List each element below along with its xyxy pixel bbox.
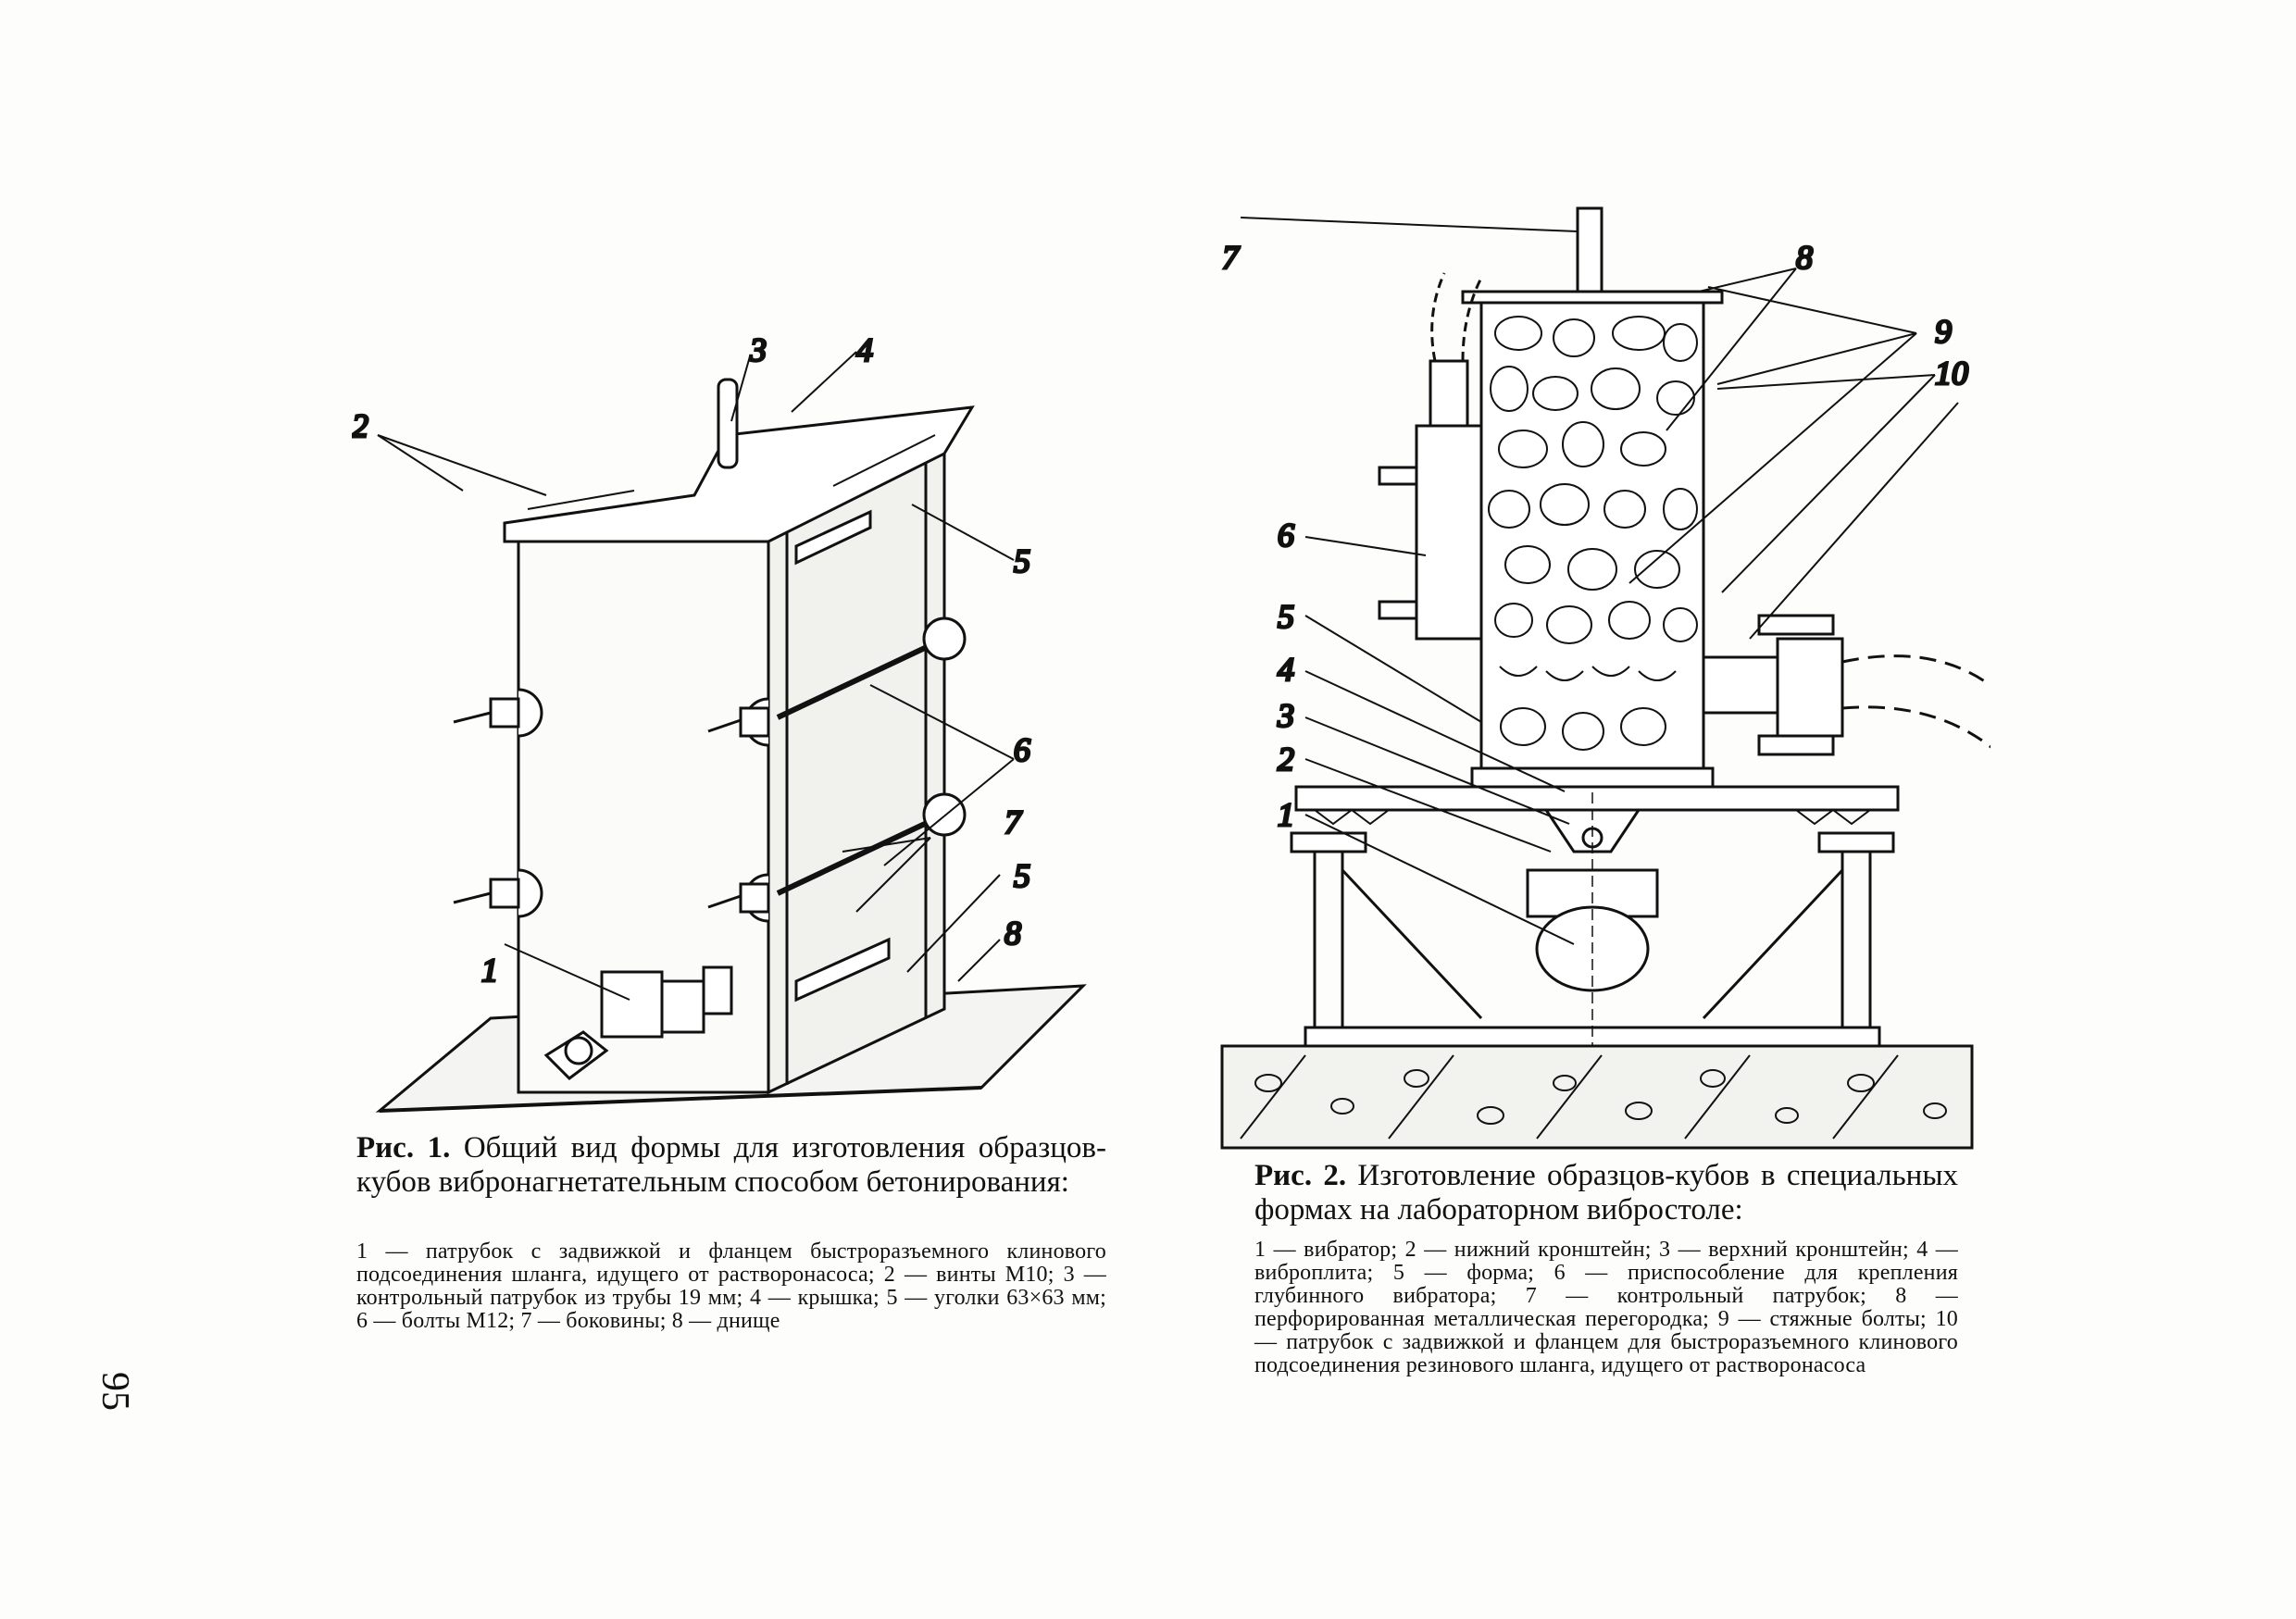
fig1-callout-6: 6: [1014, 731, 1030, 768]
fig2-callout-5: 5: [1278, 598, 1294, 635]
fig1-callout-5-top: 5: [1014, 542, 1030, 579]
fig1-callout-2: 2: [352, 407, 368, 444]
fig2-callout-4: 4: [1278, 651, 1294, 688]
figure-1-caption-prefix: Рис. 1.: [356, 1131, 451, 1164]
fig1-callout-7: 7: [1004, 803, 1023, 841]
fig2-callout-1: 1: [1278, 796, 1294, 833]
figure-2-caption-prefix: Рис. 2.: [1254, 1159, 1347, 1192]
figure-1-drawing: 1 2 3 4 5 5 6 7 8: [352, 333, 1111, 1129]
fig1-callout-4: 4: [856, 333, 873, 368]
fig2-callout-3: 3: [1277, 697, 1294, 734]
fig2-callout-9: 9: [1935, 313, 1952, 350]
fig2-callout-6: 6: [1278, 517, 1294, 554]
fig1-callout-5-bottom: 5: [1014, 857, 1030, 894]
figure-2-drawing: 7 8 6 9 10 5 4 3 2 1: [1204, 204, 1990, 1166]
page-number: 95: [94, 1372, 136, 1411]
figure-1-legend: 1 — патрубок с задвижкой и фланцем быстр…: [356, 1239, 1106, 1333]
figure-2-caption-title: Изготовление образцов-кубов в специальны…: [1254, 1159, 1958, 1227]
fig2-callout-2: 2: [1278, 741, 1294, 778]
figure-1-caption-title: Общий вид формы для изготовления образцо…: [356, 1131, 1106, 1199]
fig1-callout-1: 1: [481, 952, 498, 989]
figure-1-caption: Рис. 1. Общий вид формы для изготовления…: [356, 1131, 1106, 1200]
fig1-callout-8: 8: [1004, 915, 1021, 952]
figure-2-legend: 1 — вибратор; 2 — нижний кронштейн; 3 — …: [1254, 1238, 1958, 1377]
fig2-callout-8: 8: [1796, 239, 1813, 276]
fig2-callout-7: 7: [1222, 239, 1241, 276]
figure-2-caption: Рис. 2. Изготовление образцов-кубов в сп…: [1254, 1159, 1958, 1227]
fig1-callout-3: 3: [749, 333, 767, 368]
fig2-callout-10: 10: [1935, 355, 1968, 392]
